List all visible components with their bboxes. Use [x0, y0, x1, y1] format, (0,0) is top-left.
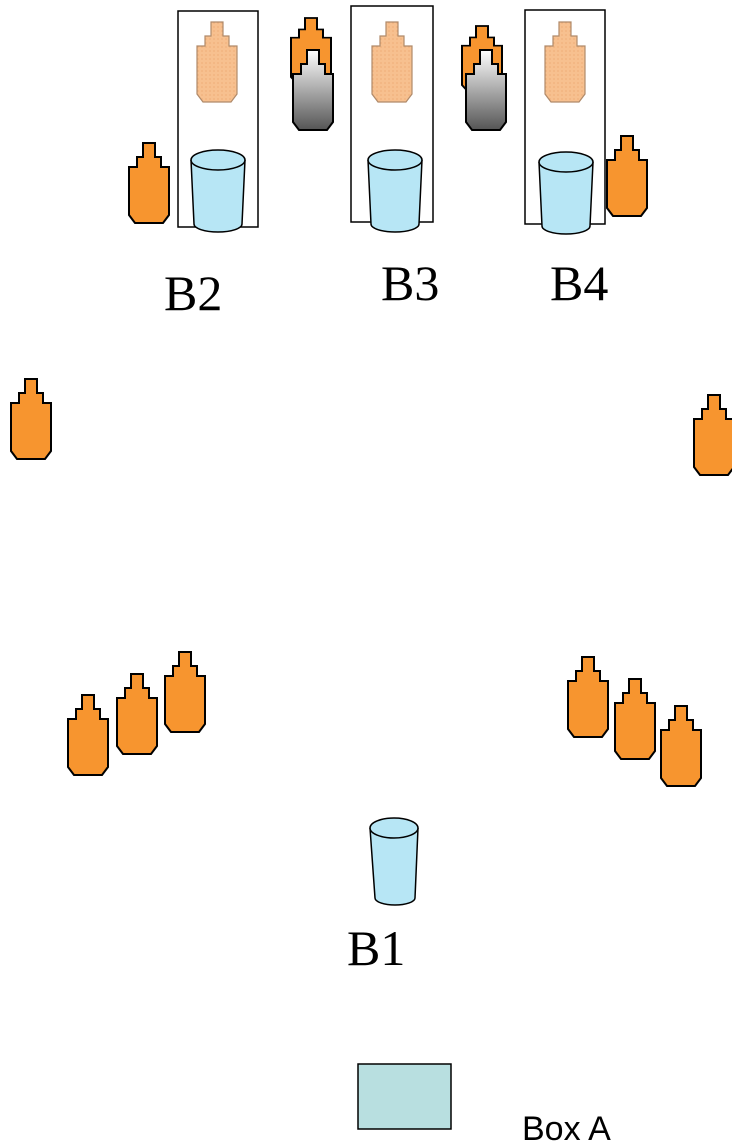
target-left-side-icon — [10, 378, 52, 460]
target-right-cluster-3-icon — [660, 705, 702, 787]
target-left-cluster-2-icon — [116, 673, 158, 755]
target-hidden-b2-icon — [196, 21, 238, 103]
target-left-cluster-3-icon — [67, 694, 109, 776]
box-a — [357, 1063, 452, 1130]
barrel-b2-icon — [190, 149, 246, 233]
target-hidden-b4-icon — [544, 21, 586, 103]
target-right-cluster-2-icon — [614, 678, 656, 760]
target-hidden-b3-icon — [371, 21, 413, 103]
target-right-side-icon — [693, 394, 732, 476]
label-box-a: Box A — [522, 1110, 611, 1148]
target-right-of-b4-icon — [606, 135, 648, 217]
label-b3: B3 — [381, 255, 439, 311]
label-b4: B4 — [550, 255, 608, 311]
barrel-b4-icon — [538, 151, 594, 235]
label-b2: B2 — [164, 265, 222, 321]
label-b1: B1 — [347, 920, 405, 976]
target-left-cluster-1-icon — [164, 651, 206, 733]
barrel-b3-icon — [367, 149, 423, 233]
target-left-of-b2-icon — [128, 142, 170, 224]
barrel-b1-icon — [369, 817, 419, 906]
target-right-cluster-1-icon — [567, 656, 609, 738]
